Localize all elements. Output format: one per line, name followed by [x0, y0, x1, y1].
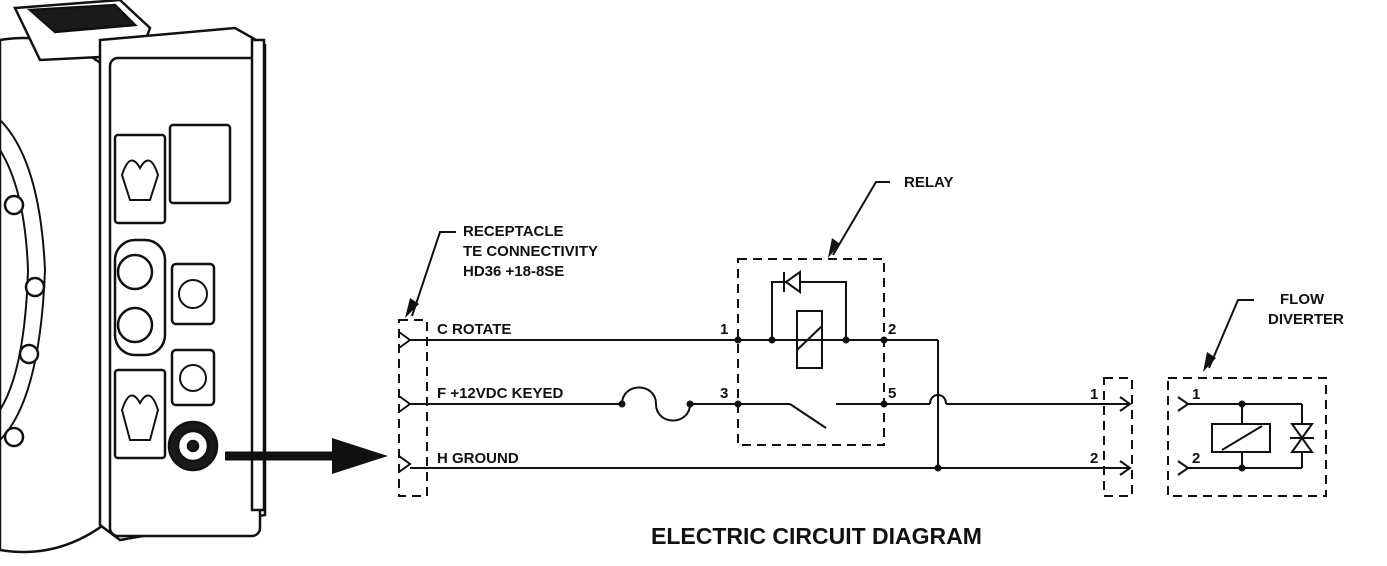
diverter-pin-1: 1	[1192, 386, 1200, 403]
flow-diverter-box	[1167, 377, 1327, 497]
relay-pin-1: 1	[720, 321, 728, 338]
wire-label-f-keyed: F +12VDC KEYED	[437, 385, 563, 402]
relay-label: RELAY	[904, 174, 953, 191]
relay-pin-5: 5	[888, 385, 896, 402]
diagram-title: ELECTRIC CIRCUIT DIAGRAM	[651, 523, 982, 549]
wire-label-h-ground: H GROUND	[437, 450, 519, 467]
flow-diverter-label-line2: DIVERTER	[1268, 311, 1344, 328]
wire-h-ground	[410, 460, 1132, 476]
relay-pin-2: 2	[888, 321, 896, 338]
output-pin-2: 2	[1090, 450, 1098, 467]
receptacle-label-line2: TE CONNECTIVITY	[463, 243, 598, 260]
receptacle-box	[398, 319, 428, 497]
output-pin-1: 1	[1090, 386, 1098, 403]
receptacle-label-line1: RECEPTACLE	[463, 223, 564, 240]
relay-callout: RELAY	[828, 174, 953, 258]
wire-label-c-rotate: C ROTATE	[437, 321, 511, 338]
flow-diverter-label-line1: FLOW	[1280, 291, 1325, 308]
relay-pin-3: 3	[720, 385, 728, 402]
device-illustration	[0, 0, 267, 554]
diverter-pin-2: 2	[1192, 450, 1200, 467]
output-connector	[1103, 377, 1133, 497]
receptacle-label-line3: HD36 +18-8SE	[463, 263, 564, 280]
relay-box	[734, 258, 888, 446]
flow-diverter-callout: FLOW DIVERTER	[1203, 291, 1344, 372]
wire-f-keyed	[410, 386, 1132, 429]
pointer-arrow	[225, 438, 388, 474]
receptacle-callout: RECEPTACLE TE CONNECTIVITY HD36 +18-8SE	[405, 223, 598, 318]
